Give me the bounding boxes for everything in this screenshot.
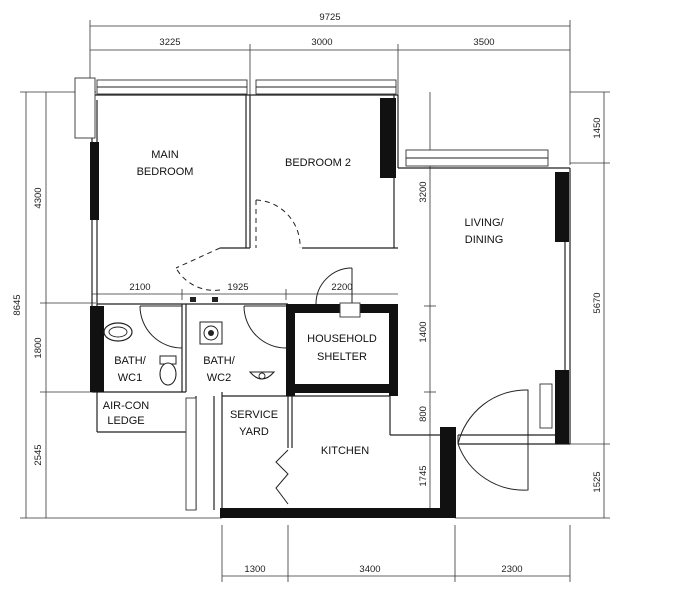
dim-right-seg-1: 1450 bbox=[592, 117, 603, 138]
living-dining-label-2: DINING bbox=[465, 234, 504, 246]
wc1-basin bbox=[103, 322, 133, 342]
dim-left-seg-2: 1800 bbox=[33, 337, 44, 358]
dim-bath-wc2-width: 1925 bbox=[227, 282, 248, 293]
bedroom2-label: BEDROOM 2 bbox=[285, 157, 351, 169]
dim-bedroom2-depth: 3200 bbox=[418, 181, 429, 202]
interior-dimensions: 2100 1925 2200 3200 1400 800 1745 bbox=[92, 92, 436, 518]
dim-top-seg-1: 3225 bbox=[159, 37, 180, 48]
service-yard-label-1: SERVICE bbox=[230, 409, 278, 421]
dim-shelter-width: 2200 bbox=[331, 282, 352, 293]
living-dining-label-1: LIVING/ bbox=[464, 217, 504, 229]
bottom-dimensions: 1300 3400 2300 bbox=[221, 525, 571, 582]
room-labels: MAIN BEDROOM BEDROOM 2 LIVING/ DINING BA… bbox=[103, 149, 505, 457]
dim-top-total: 9725 bbox=[319, 12, 340, 23]
dim-right-seg-2: 5670 bbox=[592, 292, 603, 313]
dim-corridor: 800 bbox=[418, 406, 429, 422]
dim-top-seg-3: 3500 bbox=[473, 37, 494, 48]
wc1-toilet bbox=[159, 355, 177, 386]
dim-main-bedroom-width: 2100 bbox=[129, 282, 150, 293]
bath-wc2-label-2: WC2 bbox=[207, 372, 231, 384]
main-bedroom-label-2: BEDROOM bbox=[137, 166, 194, 178]
dim-kitchen-depth: 1745 bbox=[418, 465, 429, 486]
dim-left-total: 8645 bbox=[12, 294, 23, 315]
top-dimensions: 9725 3225 3000 3500 bbox=[89, 12, 571, 165]
dim-bottom-seg-1: 1300 bbox=[244, 564, 265, 575]
dim-shelter-depth: 1400 bbox=[418, 321, 429, 342]
aircon-ledge-label-2: LEDGE bbox=[107, 415, 144, 427]
shelter-label-2: SHELTER bbox=[317, 351, 367, 363]
kitchen-label: KITCHEN bbox=[321, 445, 369, 457]
doors bbox=[139, 199, 553, 505]
wc2-basin bbox=[248, 371, 276, 380]
shelter-vent bbox=[190, 297, 218, 302]
bath-wc1-label-2: WC1 bbox=[118, 372, 142, 384]
aircon-ledge-label-1: AIR-CON bbox=[103, 400, 150, 412]
fixtures bbox=[103, 297, 276, 386]
dim-left-seg-3: 2545 bbox=[33, 444, 44, 465]
dim-top-seg-2: 3000 bbox=[311, 37, 332, 48]
bath-wc1-label-1: BATH/ bbox=[114, 355, 147, 367]
service-yard-label-2: YARD bbox=[239, 426, 269, 438]
dim-left-seg-1: 4300 bbox=[33, 187, 44, 208]
dim-right-seg-3: 1525 bbox=[592, 471, 603, 492]
dim-bottom-seg-2: 3400 bbox=[359, 564, 380, 575]
main-bedroom-label-1: MAIN bbox=[151, 149, 179, 161]
wc2-toilet bbox=[199, 321, 223, 345]
shelter-label-1: HOUSEHOLD bbox=[307, 333, 377, 345]
bath-wc2-label-1: BATH/ bbox=[203, 355, 236, 367]
windows bbox=[74, 77, 549, 511]
dim-bottom-seg-3: 2300 bbox=[501, 564, 522, 575]
right-dimensions: 1450 5670 1525 bbox=[455, 91, 610, 519]
